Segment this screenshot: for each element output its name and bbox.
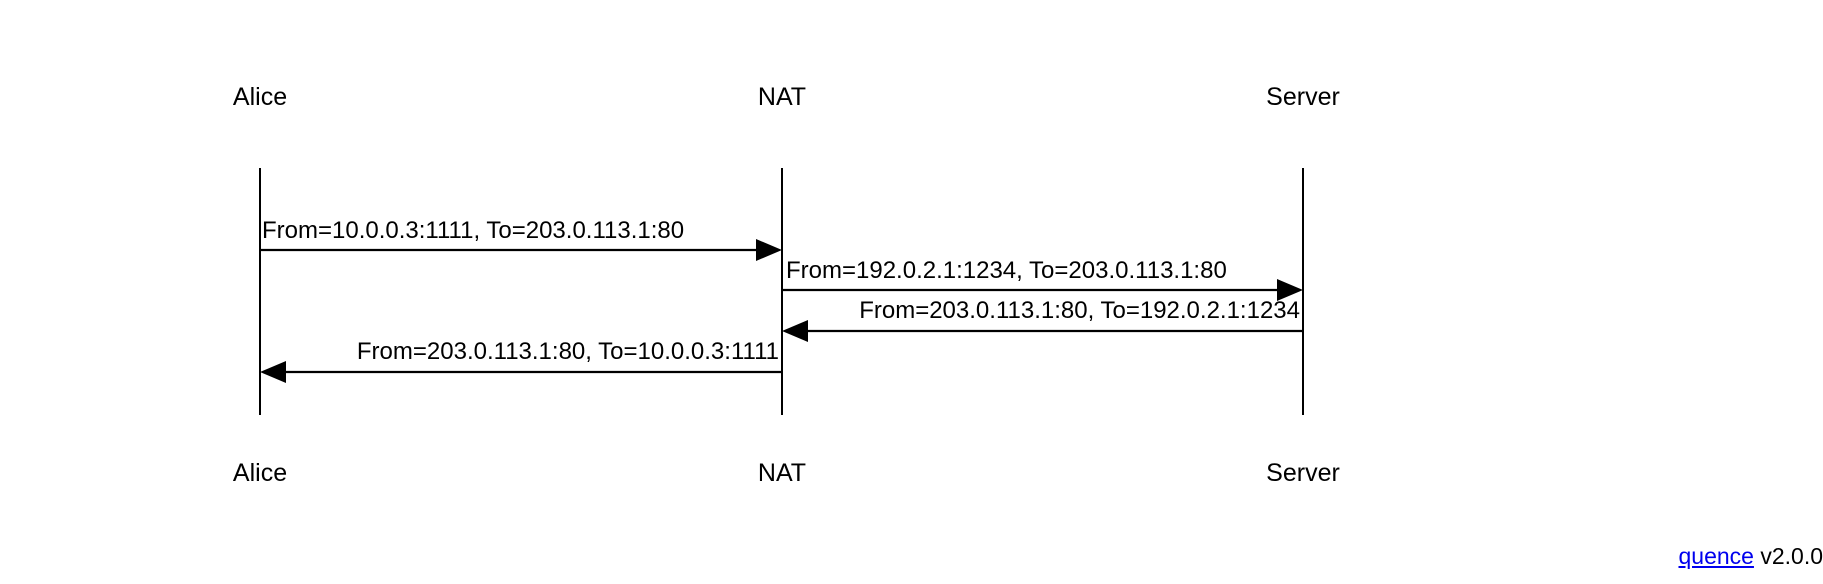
message-4-nat-to-alice: From=203.0.113.1:80, To=10.0.0.3:1111 (260, 338, 782, 383)
message-2-nat-to-server: From=192.0.2.1:1234, To=203.0.113.1:80 (782, 257, 1303, 301)
message-3-arrowhead-icon (782, 320, 808, 342)
message-3-label: From=203.0.113.1:80, To=192.0.2.1:1234 (859, 297, 1300, 324)
footer-version-text: v2.0.0 (1753, 543, 1823, 569)
participant-label-alice-bottom: Alice (233, 459, 287, 487)
message-3-server-to-nat: From=203.0.113.1:80, To=192.0.2.1:1234 (782, 297, 1303, 342)
participant-label-nat-top: NAT (758, 83, 806, 111)
participant-label-nat-bottom: NAT (758, 459, 806, 487)
participant-label-alice-top: Alice (233, 83, 287, 111)
message-2-label: From=192.0.2.1:1234, To=203.0.113.1:80 (786, 257, 1227, 284)
participant-labels-top: Alice NAT Server (233, 83, 1340, 111)
message-4-label: From=203.0.113.1:80, To=10.0.0.3:1111 (357, 338, 779, 365)
participant-labels-bottom: Alice NAT Server (233, 459, 1340, 487)
participant-label-server-top: Server (1266, 83, 1340, 111)
message-4-arrowhead-icon (260, 361, 286, 383)
message-1-arrowhead-icon (756, 239, 782, 261)
participant-label-server-bottom: Server (1266, 459, 1340, 487)
footer-credit-link[interactable]: quence (1678, 543, 1754, 569)
message-2-arrowhead-icon (1277, 279, 1303, 301)
message-1-alice-to-nat: From=10.0.0.3:1111, To=203.0.113.1:80 (260, 217, 782, 261)
lifelines-group (258, 168, 1305, 415)
message-1-label: From=10.0.0.3:1111, To=203.0.113.1:80 (262, 217, 684, 244)
footer-credit: quence v2.0.0 (1678, 543, 1823, 570)
